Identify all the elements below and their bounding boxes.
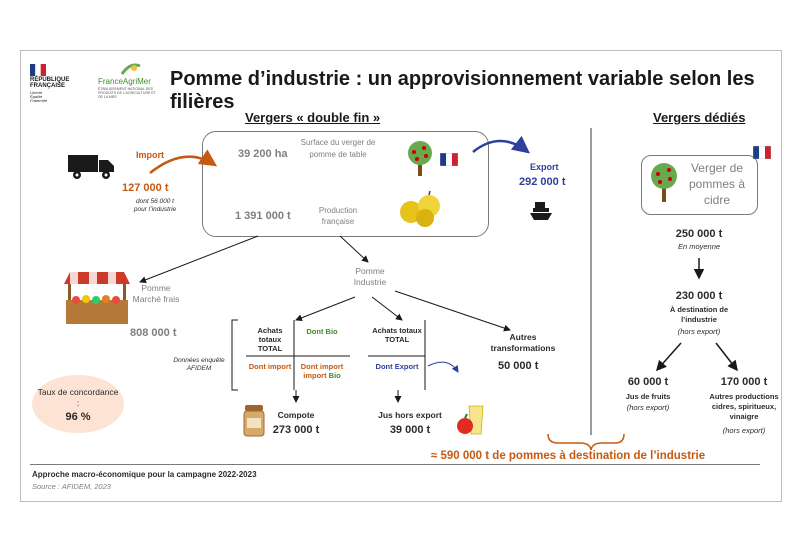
gov-motto-1: Liberté (30, 90, 43, 95)
compote-jar-icon (243, 405, 265, 437)
heading-double-fin: Vergers « double fin » (245, 110, 381, 125)
autres-transformations-label: Autres transformations (490, 332, 556, 353)
market-stall-icon (64, 272, 130, 324)
franceagrimer-name: FranceAgriMer (98, 77, 151, 86)
import-label: Import (136, 150, 164, 160)
grid1-import-bio-import: import (303, 371, 327, 380)
footer-source: Source : AFIDEM, 2023 (32, 482, 111, 491)
jus-fruits-note: (hors export) (626, 403, 670, 412)
page-title: Pomme d’industrie : un approvisionnement… (170, 68, 755, 113)
gov-motto-3: Fraternité (30, 98, 48, 103)
gov-name-line1: RÉPUBLIQUE (30, 77, 70, 83)
surface-label: Surface du verger de pomme de table (300, 138, 376, 159)
franceagrimer-emblem-icon (120, 63, 141, 75)
autres-transformations-value: 50 000 t (498, 360, 539, 372)
autres-productions-note: (hors export) (722, 426, 766, 435)
truck-icon (68, 155, 114, 179)
cider-french-flag-icon (753, 146, 771, 159)
autres-productions-label: Autres productions cidres, spiritueux, v… (709, 392, 779, 421)
marianne-flag-icon (30, 64, 46, 76)
cargo-ship-icon (530, 202, 552, 220)
cidre-production-value: 250 000 t (675, 228, 723, 240)
footer-approach: Approche macro-économique pour la campag… (32, 470, 257, 479)
grid1-dont-bio: Dont Bio (306, 327, 338, 336)
surface-value: 39 200 ha (238, 148, 288, 160)
compote-value: 273 000 t (272, 424, 320, 436)
jus-label: Jus hors export (378, 410, 442, 420)
import-note-2: pour l’industrie (133, 206, 177, 213)
compote-label: Compote (277, 410, 315, 420)
slide-frame (20, 50, 782, 502)
cider-apple-tree-icon (651, 163, 677, 202)
export-label: Export (530, 162, 559, 172)
gov-motto-2: Égalité (30, 94, 43, 99)
grid2-dont-export: Dont Export (375, 362, 419, 371)
footer-divider (30, 464, 760, 465)
production-value: 1 391 000 t (235, 210, 291, 222)
yellow-apples-icon (400, 190, 440, 227)
cidre-production-note: En moyenne (677, 242, 721, 251)
verger-double-fin-box (202, 131, 489, 237)
cidre-industrie-label: À destination de l’industrie (669, 305, 729, 324)
export-value: 292 000 t (519, 176, 566, 188)
grid1-import-bio-a: Dont import (300, 362, 344, 371)
afidem-enquete-label: Données enquête AFIDEM (173, 357, 225, 372)
grid1-dont-import: Dont import (248, 362, 292, 371)
total-industrie: ≈ 590 000 t de pommes à destination de l… (431, 450, 706, 462)
grid1-achats-totaux: Achats totaux TOTAL (257, 326, 283, 353)
autres-productions-value: 170 000 t (720, 376, 768, 388)
republique-francaise-logo: RÉPUBLIQUE FRANÇAISE Liberté Égalité Fra… (30, 64, 90, 104)
jus-fruits-value: 60 000 t (627, 376, 669, 388)
heading-vergers-dedies: Vergers dédiés (653, 110, 746, 125)
cidre-industrie-note: (hors export) (677, 327, 721, 336)
grid1-dont-import-bio: Dont import import Bio (296, 362, 348, 380)
franceagrimer-logo: FranceAgriMer ÉTABLISSEMENT NATIONAL DES… (98, 62, 158, 102)
jus-value: 39 000 t (389, 424, 431, 436)
concordance-value: 96 % (65, 411, 91, 423)
french-flag-icon (440, 153, 458, 166)
verger-cidre-label: Verger de pommes à cidre (688, 161, 746, 207)
import-note-1: dont 56 000 t (136, 198, 174, 205)
cidre-industrie-value: 230 000 t (675, 290, 723, 302)
jus-fruits-label: Jus de fruits (625, 392, 671, 401)
franceagrimer-tagline: ÉTABLISSEMENT NATIONAL DES PRODUITS DE L… (98, 87, 156, 99)
grid1-import-bio-b: Bio (328, 371, 341, 380)
concordance-label: Taux de concordance : (37, 387, 119, 408)
pomme-industrie-label: Pomme Industrie (353, 266, 387, 287)
grid2-achats-totaux: Achats totaux TOTAL (372, 326, 422, 344)
marche-frais-value: 808 000 t (130, 327, 177, 339)
concordance-badge: Taux de concordance : 96 % (32, 375, 124, 433)
gov-name-line2: FRANÇAISE (30, 83, 66, 89)
marche-frais-label: Pomme Marché frais (132, 283, 180, 304)
production-label: Production française (318, 206, 358, 226)
apple-tree-icon (408, 141, 432, 176)
apple-juice-icon (457, 405, 484, 435)
import-value: 127 000 t (122, 182, 169, 194)
